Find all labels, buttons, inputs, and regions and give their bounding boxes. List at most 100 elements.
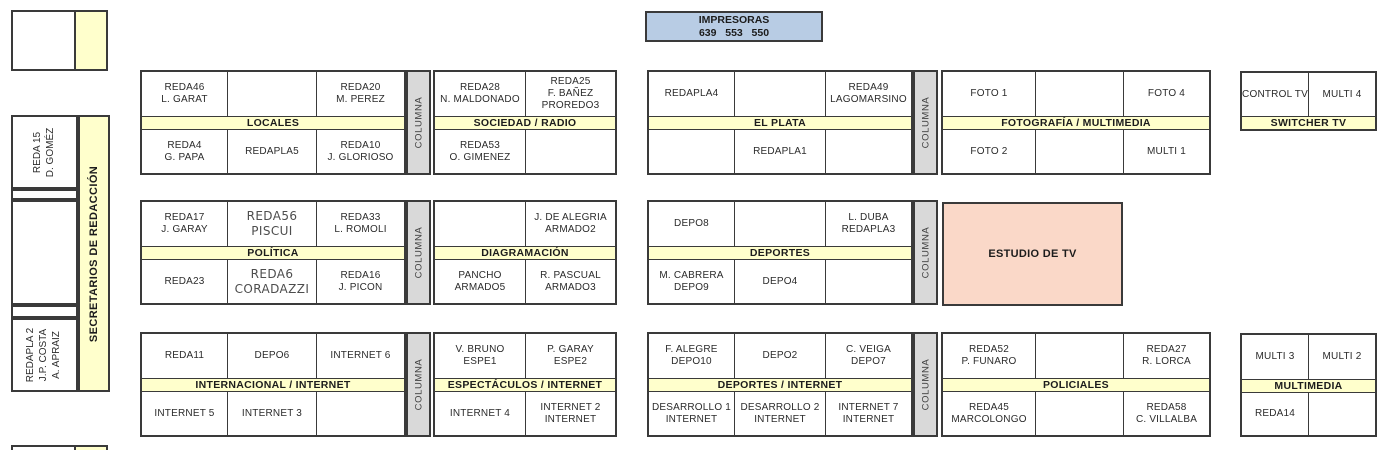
desk-cell: REDA23 — [142, 260, 227, 303]
secretarios-label: SECRETARIOS DE REDACCIÓN — [88, 165, 100, 342]
corner-box-yellow-part — [74, 12, 106, 69]
desk-cell — [1036, 334, 1123, 378]
desk-label: F. ALEGRE — [665, 344, 718, 355]
desk-label: ARMADO5 — [454, 281, 506, 293]
printers-numbers: 639 553 550 — [698, 26, 770, 39]
columna-label: COLUMNA — [920, 358, 931, 411]
section-label: POLICIALES — [943, 379, 1209, 391]
desk-label: R. LORCA — [1142, 356, 1191, 367]
section-label: MULTIMEDIA — [1242, 380, 1375, 392]
desk-cell — [1309, 393, 1375, 435]
columna-label: COLUMNA — [920, 96, 931, 149]
desk-label: R. PASCUAL — [540, 269, 601, 281]
desk-cell: DEPO2 — [735, 334, 825, 378]
desk-label: N. MALDONADO — [440, 94, 520, 105]
desk-label: INTERNET 4 — [449, 407, 511, 419]
desk-label: REDA20 — [340, 82, 381, 93]
desk-label: L. GARAT — [161, 94, 208, 105]
desk-label: REDA14 — [1254, 408, 1296, 419]
panel-spacer — [11, 189, 78, 200]
desk-cell: DEPO6 — [228, 334, 316, 378]
desk-cell: REDA14 — [1242, 393, 1308, 435]
desk-label: REDA16 — [340, 269, 381, 281]
tv-studio-box: ESTUDIO DE TV — [942, 202, 1123, 306]
desk-cell: MULTI 3 — [1242, 335, 1308, 379]
empty-desk-box — [11, 200, 78, 305]
desk-label: REDA33 — [340, 212, 381, 223]
secretarios-strip: SECRETARIOS DE REDACCIÓN — [78, 115, 110, 392]
desk-label: INTERNET 7 — [838, 401, 899, 413]
section-label: DIAGRAMACIÓN — [435, 247, 615, 259]
desk-cell: REDAPLA1 — [735, 130, 825, 173]
desk-label: DEPO9 — [674, 281, 709, 293]
desk-label: FOTO 4 — [1147, 88, 1186, 99]
desk-label: ESPE1 — [463, 356, 497, 367]
desk-cell: MULTI 4 — [1309, 73, 1375, 116]
desk-cell: CONTROL TV — [1242, 73, 1308, 116]
desk-label: REDA27 — [1146, 344, 1187, 355]
desk-label: REDAPLA3 — [841, 224, 896, 235]
desk-label: INTERNET — [842, 413, 895, 425]
section-label: FOTOGRAFÍA / MULTIMEDIA — [943, 117, 1209, 129]
desk-label: REDA28 — [459, 82, 501, 93]
desk-label: REDA 15 — [31, 131, 43, 173]
desk-label: ARMADO2 — [545, 224, 596, 235]
desk-cell: FOTO 4 — [1124, 72, 1209, 116]
desk-cell: REDA11 — [142, 334, 227, 378]
desk-cell — [826, 260, 911, 303]
desk-label: D. GOMÉZ — [44, 127, 56, 177]
desk-label: FOTO 1 — [970, 88, 1008, 99]
desk-label: REDA10 — [340, 139, 381, 151]
desk-label: REDAPLA4 — [664, 88, 719, 99]
columna-strip: COLUMNA — [913, 332, 938, 437]
corner-box-bottom — [11, 445, 108, 450]
desk-label: F. BAÑEZ — [547, 88, 594, 99]
desk-label: DEPO8 — [674, 218, 709, 229]
desk-label: REDA56 — [246, 209, 298, 223]
desk-cell — [317, 392, 404, 435]
desk-cell: DEPO8 — [649, 202, 734, 246]
section-label: INTERNACIONAL / INTERNET — [142, 379, 404, 391]
desk-cell: REDAPLA5 — [228, 130, 316, 173]
desk-label: MULTI 3 — [1255, 351, 1295, 362]
desk-cell: REDAPLA4 — [649, 72, 734, 116]
desk-label: DESARROLLO 1 — [651, 401, 732, 413]
section-label: DEPORTES — [649, 247, 911, 259]
desk-label: REDA45 — [968, 401, 1010, 413]
desk-cell — [735, 72, 825, 116]
desk-label: J. PICON — [338, 281, 383, 293]
desk-label: REDAPLA1 — [753, 145, 807, 157]
desk-cell: FOTO 2 — [943, 130, 1035, 173]
desk-label: REDAPLA5 — [245, 145, 299, 157]
desk-label: INTERNET 6 — [330, 350, 391, 361]
desk-label: J.P. COSTA — [38, 328, 50, 382]
desk-label: PISCUI — [251, 224, 293, 238]
desk-label: MULTI 4 — [1322, 88, 1362, 100]
desk-label: O. GIMENEZ — [449, 151, 511, 163]
desk-cell — [649, 130, 734, 173]
desk-label: ARMADO3 — [545, 281, 596, 293]
